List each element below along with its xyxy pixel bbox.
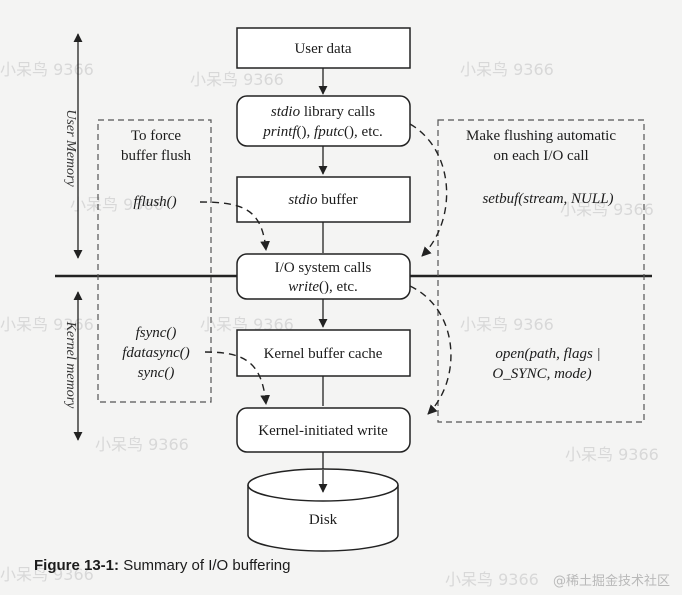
site-watermark: @稀土掘金技术社区 [552, 574, 670, 589]
right-note-panel [437, 119, 645, 423]
disk-label: Disk [309, 512, 338, 528]
kernel-cache-label: Kernel buffer cache [264, 346, 383, 362]
user-data-label: User data [294, 41, 351, 57]
user-data-box [236, 27, 411, 69]
io-system-calls-box [236, 253, 411, 300]
right-note-title-1: Make flushing automatic [466, 128, 616, 144]
watermark: 小呆鸟 9366 [445, 570, 539, 589]
kernel-buffer-cache-box [236, 329, 411, 377]
watermark: 小呆鸟 9366 [0, 60, 94, 79]
fdatasync-label: fdatasync() [122, 345, 189, 361]
stdio-calls-line1: stdio library calls [271, 104, 375, 120]
user-memory-label: User Memory [63, 109, 78, 187]
watermark: 小呆鸟 9366 [460, 315, 554, 334]
fflush-arrow [199, 201, 270, 251]
stdio-buffer-label: stdio buffer [288, 192, 357, 208]
stdio-library-calls-box [236, 95, 411, 147]
left-note-title-2: buffer flush [121, 148, 192, 164]
watermark: 小呆鸟 9366 [95, 435, 189, 454]
figure-caption: Figure 13-1: Summary of I/O buffering [34, 557, 291, 574]
watermark: 小呆鸟 9366 [0, 565, 94, 584]
open-label-1: open(path, flags | [495, 346, 600, 362]
kernel-write-label: Kernel-initiated write [258, 423, 388, 439]
left-note-panel [97, 119, 212, 403]
kernel-initiated-write-box [236, 407, 411, 453]
left-note-title-1: To force [131, 128, 182, 144]
io-calls-line1: I/O system calls [275, 260, 372, 276]
watermark: 小呆鸟 9366 [0, 315, 94, 334]
disk-cylinder [247, 468, 399, 552]
fflush-label: fflush() [133, 194, 176, 210]
kernel-memory-label: Kernel memory [63, 321, 78, 409]
setbuf-label: setbuf(stream, NULL) [482, 191, 613, 207]
watermark: 小呆鸟 9366 [190, 70, 284, 89]
watermark: 小呆鸟 9366 [70, 195, 164, 214]
io-calls-line2: write(), etc. [288, 279, 358, 295]
right-note-title-2: on each I/O call [493, 148, 588, 164]
watermark-layer: 小呆鸟 9366 小呆鸟 9366 小呆鸟 9366 小呆鸟 9366 小呆鸟 … [0, 60, 659, 589]
watermark: 小呆鸟 9366 [460, 60, 554, 79]
watermark: 小呆鸟 9366 [565, 445, 659, 464]
sync-label: sync() [138, 365, 175, 381]
stdio-calls-line2: printf(), fputc(), etc. [262, 124, 383, 140]
setbuf-arrow [409, 123, 448, 257]
open-label-2: O_SYNC, mode) [492, 366, 591, 382]
watermark: 小呆鸟 9366 [560, 200, 654, 219]
o-sync-arrow [409, 285, 452, 415]
fsync-label: fsync() [136, 325, 177, 341]
caption-text: Summary of I/O buffering [119, 557, 291, 574]
caption-label: Figure 13-1: [34, 557, 120, 574]
stdio-buffer-box [236, 176, 411, 223]
